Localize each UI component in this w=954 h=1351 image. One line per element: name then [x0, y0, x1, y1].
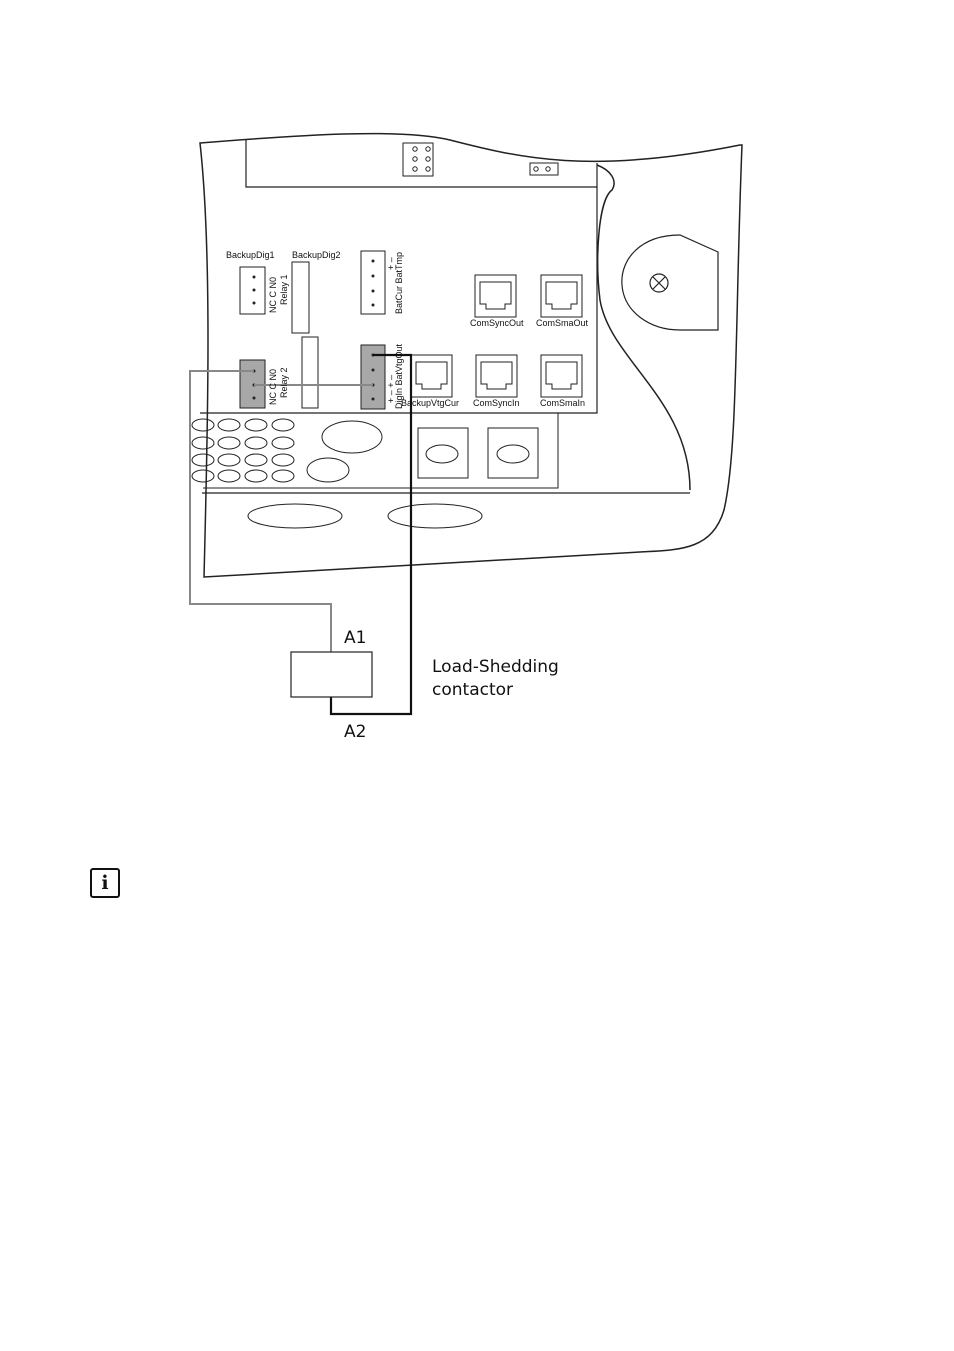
middle-strip — [301, 336, 319, 409]
digin-label: DigIn BatVtgOut — [394, 343, 404, 409]
com-sma-in-label: ComSmaIn — [540, 398, 585, 408]
wire-digin-to-a2 — [329, 353, 413, 716]
backup-vtg-cur-label: BackupVtgCur — [401, 398, 459, 408]
wire-relay2-to-a1 — [189, 370, 332, 652]
relay2-pins: NC C N0 — [268, 369, 278, 405]
com-sync-out-label: ComSyncOut — [470, 318, 524, 328]
backupdig1-label: BackupDig1 — [226, 250, 275, 260]
batcur-pins: + – — [386, 257, 396, 270]
mounting-screw — [621, 234, 719, 331]
info-icon: i — [90, 868, 120, 898]
top-terminal-block — [402, 142, 559, 177]
batcur-connector — [360, 250, 386, 315]
relay1-connector — [239, 266, 266, 315]
port-com-sync-out — [474, 274, 517, 318]
port-com-sma-in — [540, 354, 583, 398]
com-sync-in-label: ComSyncIn — [473, 398, 520, 408]
contactor-box — [290, 651, 373, 698]
port-com-sync-in — [475, 354, 518, 398]
digin-pins: + – + – — [386, 375, 396, 403]
wiring — [189, 353, 413, 716]
inverter-housing — [199, 132, 743, 578]
port-com-sma-out — [540, 274, 583, 318]
contactor-label-line2: contactor — [432, 680, 513, 700]
vent-holes — [191, 418, 539, 529]
info-glyph: i — [101, 872, 109, 894]
backupdig2-label: BackupDig2 — [292, 250, 341, 260]
terminal-a1-label: A1 — [344, 628, 366, 648]
rj45-ports — [410, 274, 583, 398]
backupdig2-strip — [291, 261, 310, 334]
contactor-label-line1: Load-Shedding — [432, 657, 559, 677]
relay1-label: Relay 1 — [279, 274, 289, 305]
terminal-a2-label: A2 — [344, 722, 366, 742]
batcur-label: BatCur BatTmp — [394, 252, 404, 314]
relay1-pins: NC C N0 — [268, 277, 278, 313]
com-sma-out-label: ComSmaOut — [536, 318, 589, 328]
port-backup-vtg-cur — [410, 354, 453, 398]
relay2-label: Relay 2 — [279, 367, 289, 398]
